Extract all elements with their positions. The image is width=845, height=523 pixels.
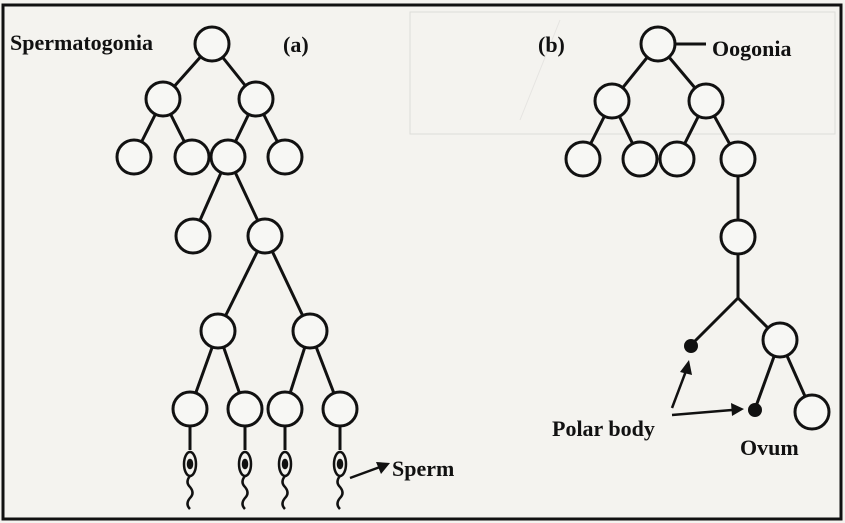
oogenesis-cells	[566, 27, 829, 429]
spermatid-cell	[173, 392, 207, 426]
panel-a-label: (a)	[283, 32, 309, 57]
oogenesis-dots	[684, 339, 762, 417]
sperm-icon	[279, 452, 291, 509]
polar-body-dot	[684, 339, 698, 353]
cell	[268, 140, 302, 174]
polar-body-arrows	[672, 360, 744, 416]
polar-body-label: Polar body	[552, 416, 655, 441]
primary-oocyte-cell	[721, 220, 755, 254]
sperm-label: Sperm	[392, 456, 454, 481]
cell	[175, 140, 209, 174]
oogonium-cell	[641, 27, 675, 61]
cell	[239, 82, 273, 116]
ovum-label: Ovum	[740, 435, 799, 460]
polar-body-dot	[748, 403, 762, 417]
sperm-icon	[334, 452, 346, 509]
spermatogonia-label: Spermatogonia	[10, 30, 153, 55]
sperm-icon	[184, 452, 196, 509]
spermatid-cell	[323, 392, 357, 426]
oogonia-label: Oogonia	[712, 36, 791, 61]
spermatid-cell	[268, 392, 302, 426]
panel-b-label: (b)	[538, 32, 565, 57]
secondary-spermatocyte-cell	[201, 314, 235, 348]
cell	[146, 82, 180, 116]
spermatogenesis-cells	[117, 27, 357, 426]
cell	[117, 140, 151, 174]
sperm-icon	[239, 452, 251, 509]
cell	[176, 219, 210, 253]
spermatid-cell	[228, 392, 262, 426]
figure-border	[3, 5, 841, 519]
cell	[795, 395, 829, 429]
sperm-cells	[184, 452, 346, 509]
cell	[623, 142, 657, 176]
cell	[721, 142, 755, 176]
cell	[595, 84, 629, 118]
secondary-spermatocyte-cell	[293, 314, 327, 348]
secondary-oocyte-cell	[763, 323, 797, 357]
cell	[566, 142, 600, 176]
cell	[248, 219, 282, 253]
cell	[660, 142, 694, 176]
primary-spermatocyte-cell	[211, 140, 245, 174]
sperm-arrow	[350, 462, 390, 478]
spermatogonium-cell	[195, 27, 229, 61]
edge	[691, 298, 738, 345]
cell	[689, 84, 723, 118]
